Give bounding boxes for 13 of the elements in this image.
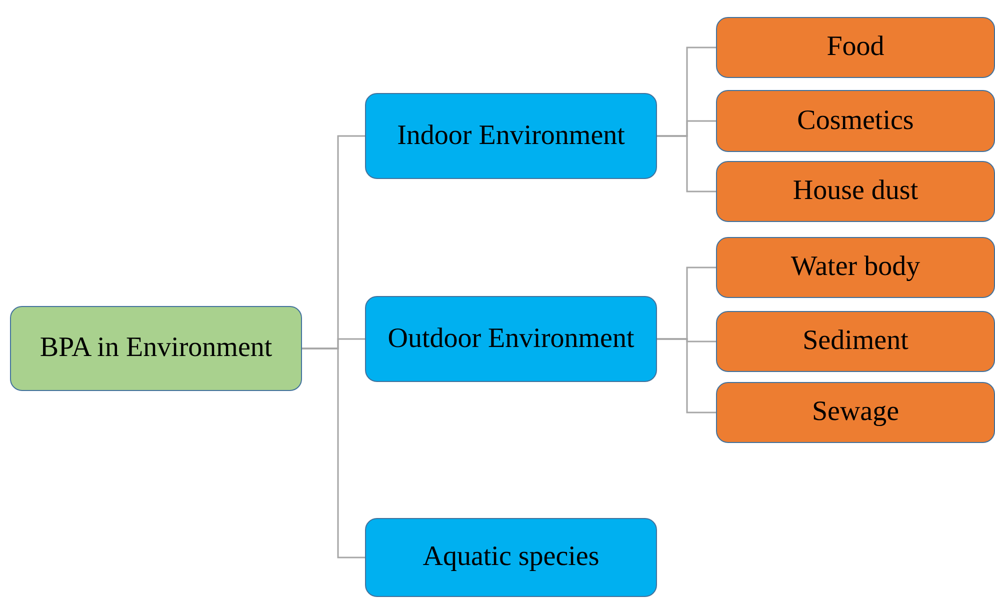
source-box: Food bbox=[716, 17, 995, 78]
connector-line bbox=[657, 135, 716, 192]
connector-line bbox=[657, 338, 716, 414]
connector-line bbox=[302, 348, 365, 558]
category-box: Aquatic species bbox=[365, 518, 657, 597]
source-box: Sewage bbox=[716, 382, 995, 443]
category-box: Indoor Environment bbox=[365, 93, 657, 179]
root-box: BPA in Environment bbox=[10, 306, 302, 391]
source-box: Cosmetics bbox=[716, 90, 995, 152]
source-box: House dust bbox=[716, 161, 995, 222]
source-box: Water body bbox=[716, 237, 995, 298]
source-box: Sediment bbox=[716, 311, 995, 372]
category-box: Outdoor Environment bbox=[365, 296, 657, 382]
